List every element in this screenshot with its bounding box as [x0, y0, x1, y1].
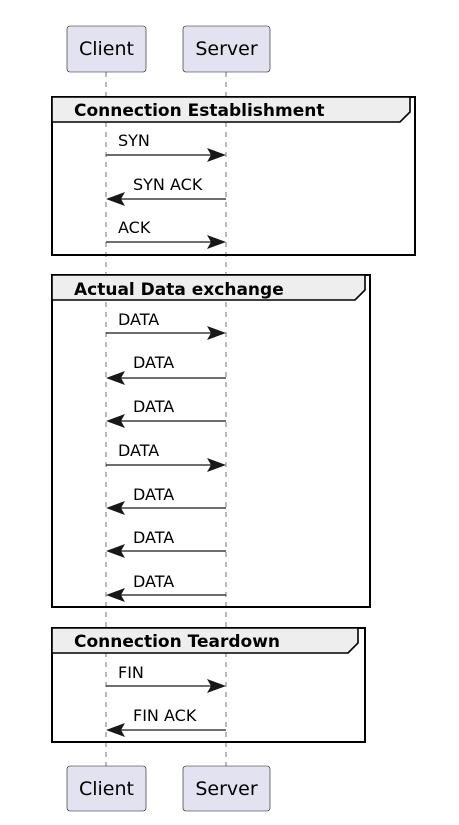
arrow-left-icon — [106, 544, 125, 558]
message: DATA — [106, 485, 226, 515]
message: DATA — [106, 572, 226, 602]
participant-client-bottom: Client — [66, 765, 147, 812]
participant-client-top-label: Client — [79, 38, 134, 60]
message: FIN — [106, 663, 226, 693]
message-label: FIN — [118, 663, 144, 682]
participant-client-top: Client — [66, 25, 147, 73]
message-label: SYN ACK — [133, 175, 203, 194]
frame-connection-teardown: Connection Teardown — [51, 627, 366, 743]
message-label: FIN ACK — [133, 706, 197, 725]
participant-server-bottom: Server — [182, 765, 271, 812]
arrow-right-icon — [207, 679, 226, 693]
arrow-right-icon — [207, 148, 226, 162]
arrow-left-icon — [106, 723, 125, 737]
frame-title: Connection Teardown — [74, 632, 280, 652]
message-label: DATA — [118, 441, 159, 460]
arrow-left-icon — [106, 414, 125, 428]
frame-title: Actual Data exchange — [74, 280, 284, 300]
arrow-right-icon — [207, 235, 226, 249]
arrow-right-icon — [207, 326, 226, 340]
message-label: DATA — [133, 572, 174, 591]
arrow-left-icon — [106, 192, 125, 206]
message-label: DATA — [133, 397, 174, 416]
participant-server-top-label: Server — [195, 38, 257, 60]
arrow-right-icon — [207, 458, 226, 472]
participant-client-bottom-label: Client — [79, 778, 134, 800]
arrow-left-icon — [106, 588, 125, 602]
message: DATA — [106, 528, 226, 558]
message-label: DATA — [133, 353, 174, 372]
participant-server-bottom-label: Server — [195, 778, 257, 800]
message-label: DATA — [118, 310, 159, 329]
message: DATA — [106, 397, 226, 428]
message-label: DATA — [133, 485, 174, 504]
participant-server-top: Server — [182, 25, 271, 73]
message: SYN ACK — [106, 175, 226, 206]
message: SYN — [106, 131, 226, 162]
frame-actual-data-exchange: Actual Data exchange — [51, 274, 371, 608]
arrow-left-icon — [106, 501, 125, 515]
message: FIN ACK — [106, 706, 226, 737]
message-label: ACK — [118, 218, 151, 237]
message: DATA — [106, 353, 226, 385]
frame-connection-establishment: Connection Establishment — [51, 96, 416, 256]
message-label: SYN — [118, 131, 150, 150]
message: ACK — [106, 218, 226, 249]
message: DATA — [106, 310, 226, 340]
arrow-left-icon — [106, 371, 125, 385]
message: DATA — [106, 441, 226, 472]
message-label: DATA — [133, 528, 174, 547]
frame-title: Connection Establishment — [74, 101, 324, 121]
